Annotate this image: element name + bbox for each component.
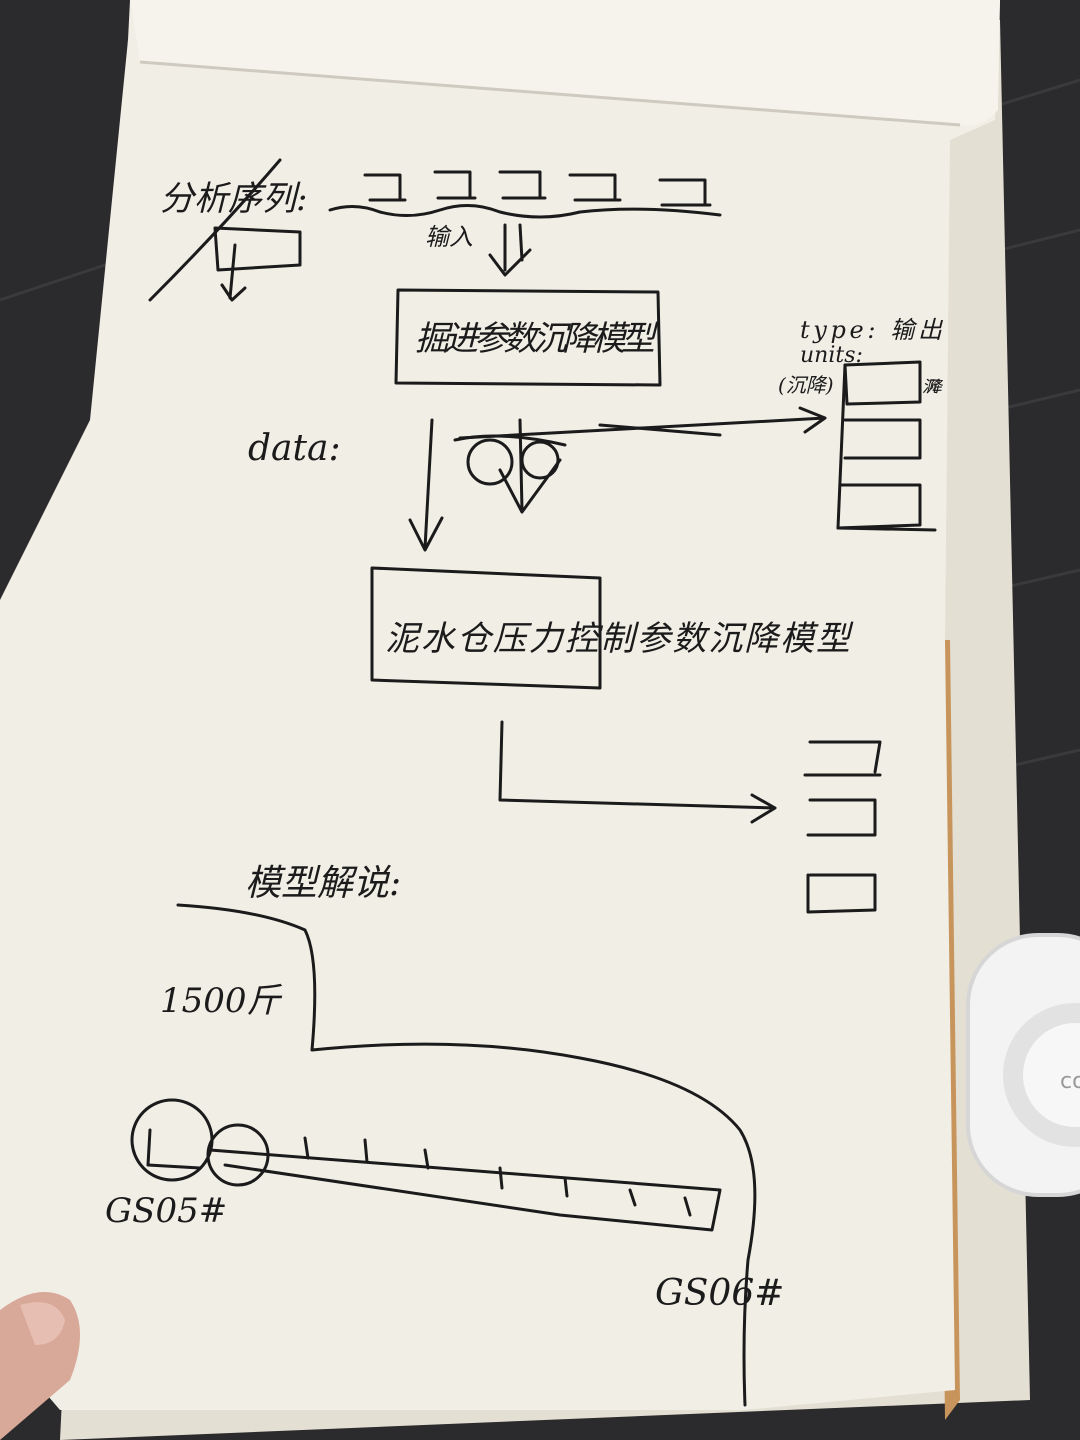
seq-box-4 xyxy=(568,173,622,202)
label-start-point: GS05# xyxy=(105,1191,227,1231)
fingernail xyxy=(20,1302,65,1345)
input-arrow xyxy=(488,223,532,277)
label-top: 分析序列: xyxy=(160,179,307,219)
out2-box-3 xyxy=(806,873,877,914)
label-output-units: units: xyxy=(800,343,863,368)
tunnel-ticks xyxy=(303,1136,692,1217)
output-arrow-hatch xyxy=(598,423,722,437)
left-slash xyxy=(148,158,282,302)
out2-box-2 xyxy=(806,798,877,837)
output-arrow-2 xyxy=(498,720,777,824)
paper-sheet xyxy=(0,0,1000,1410)
left-box xyxy=(213,226,302,272)
scribble-circle-2 xyxy=(520,440,560,480)
tbm-mark xyxy=(146,1128,202,1170)
seq-box-5 xyxy=(658,178,712,207)
model-box-1-frame xyxy=(394,288,662,387)
label-data: data: xyxy=(248,428,341,469)
seq-box-1 xyxy=(363,173,407,202)
ink-drawing xyxy=(130,158,937,1407)
seq-box-2 xyxy=(433,170,477,200)
out1-box-3 xyxy=(836,483,922,530)
out2-box-1 xyxy=(803,740,882,777)
out1-box-2 xyxy=(843,418,922,460)
fold-crease xyxy=(139,60,961,127)
label-output-type: type: 输出 xyxy=(800,316,944,344)
label-end-point: GS06# xyxy=(655,1273,784,1314)
tbm-circle-2 xyxy=(206,1123,270,1187)
data-arrow-1 xyxy=(408,418,444,552)
label-output-side-right: 沉降 xyxy=(922,377,944,396)
out1-box-1 xyxy=(843,360,922,406)
terrain-profile xyxy=(176,903,757,1407)
label-input: 输入 xyxy=(425,223,473,251)
label-output-side-left: (沉降) xyxy=(778,373,834,397)
out1-base xyxy=(836,526,937,532)
seq-wave xyxy=(328,204,722,219)
out1-stack-side xyxy=(836,363,847,530)
scribble-circle xyxy=(466,438,514,486)
model-box-1-label: 掘进参数沉降模型 xyxy=(415,319,659,359)
model-box-2-frame xyxy=(370,566,602,690)
tunnel-line xyxy=(208,1148,722,1232)
device-label: co xyxy=(1060,1069,1080,1094)
round-device xyxy=(966,933,1080,1197)
label-depth: 1500斤 xyxy=(160,981,283,1021)
model-box-2-label: 泥水仓压力控制参数沉降模型 xyxy=(385,619,854,659)
label-explanation: 模型解说: xyxy=(245,863,401,904)
seq-box-3 xyxy=(498,170,547,200)
left-arrow xyxy=(220,243,247,302)
paper-fold xyxy=(130,0,1000,126)
